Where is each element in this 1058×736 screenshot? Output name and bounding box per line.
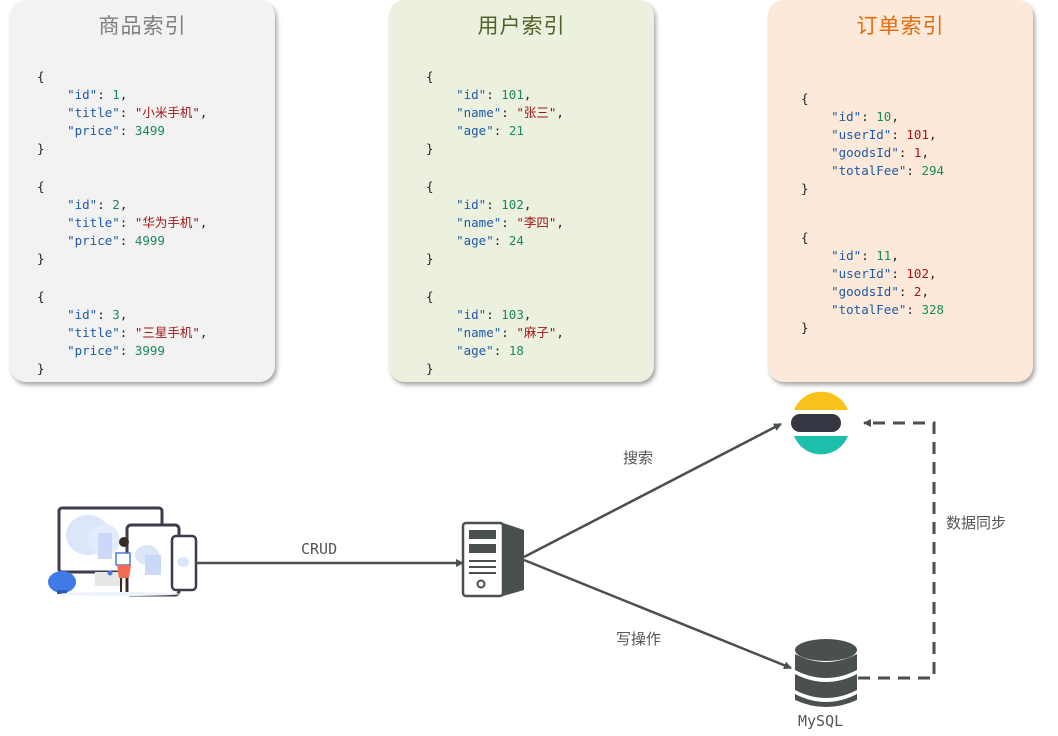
json-key: "id" (67, 307, 98, 322)
brace-close: } (37, 361, 45, 376)
goods-price-value: 4999 (134, 233, 165, 248)
goods-price-value: 3499 (134, 123, 165, 138)
user-name-value: "张三" (516, 105, 557, 120)
goods-doc-2: { "id": 2, "title": "华为手机", "price": 499… (37, 179, 208, 266)
json-key: "id" (456, 307, 487, 322)
json-key: "price" (67, 233, 120, 248)
order-user-id-value: 102 (906, 266, 929, 281)
database-icon (795, 639, 857, 707)
goods-id-value: 1 (112, 87, 120, 102)
brace-open: { (801, 230, 809, 245)
user-name-value: "李四" (516, 215, 557, 230)
brace-close: } (801, 181, 809, 196)
elasticsearch-icon (791, 391, 848, 455)
write-arrow (523, 558, 792, 670)
brace-open: { (37, 69, 45, 84)
brace-close: } (801, 320, 809, 335)
users-index-title: 用户索引 (477, 14, 566, 38)
json-key: "price" (67, 123, 120, 138)
crud-label: CRUD (301, 540, 338, 558)
user-age-value: 21 (508, 123, 524, 138)
users-doc-3: { "id": 103, "name": "麻子", "age": 18 } (426, 289, 564, 376)
brace-open: { (426, 289, 434, 304)
order-total-fee-value: 294 (921, 163, 945, 178)
users-index-card: 用户索引 { "id": 101, "name": "张三", "age": 2… (389, 0, 654, 382)
brace-open: { (37, 289, 45, 304)
user-id-value: 101 (501, 87, 524, 102)
orders-doc-2: { "id": 11, "userId": 102, "goodsId": 2,… (801, 230, 945, 335)
brace-close: } (37, 141, 45, 156)
user-id-value: 102 (501, 197, 524, 212)
brace-close: } (426, 141, 434, 156)
order-goods-id-value: 1 (913, 145, 922, 160)
order-id-value: 11 (876, 248, 892, 263)
users-doc-1: { "id": 101, "name": "张三", "age": 21 } (426, 69, 564, 156)
search-arrow (523, 422, 782, 559)
user-id-value: 103 (501, 307, 524, 322)
json-key: "age" (456, 343, 494, 358)
json-key: "title" (67, 325, 120, 340)
json-key: "name" (456, 105, 502, 120)
user-age-value: 18 (508, 343, 524, 358)
order-total-fee-value: 328 (921, 302, 945, 317)
orders-doc-1: { "id": 10, "userId": 101, "goodsId": 1,… (801, 91, 945, 196)
goods-id-value: 3 (112, 307, 120, 322)
users-doc-2: { "id": 102, "name": "李四", "age": 24 } (426, 179, 564, 266)
brace-open: { (37, 179, 45, 194)
order-user-id-value: 101 (906, 127, 929, 142)
client-devices-icon (48, 506, 198, 597)
json-key: "goodsId" (831, 284, 899, 299)
json-key: "id" (831, 248, 862, 263)
json-key: "goodsId" (831, 145, 899, 160)
json-key: "id" (456, 87, 487, 102)
orders-index-title: 订单索引 (856, 14, 945, 38)
user-name-value: "麻子" (516, 325, 557, 340)
brace-close: } (426, 361, 434, 376)
sync-dashed-connector (858, 419, 936, 680)
goods-title-value: "华为手机" (134, 215, 200, 230)
goods-doc-3: { "id": 3, "title": "三星手机", "price": 399… (37, 289, 208, 376)
json-key: "title" (67, 105, 120, 120)
orders-index-card: 订单索引 { "id": 10, "userId": 101, "goodsId… (768, 0, 1033, 382)
brace-open: { (426, 179, 434, 194)
json-key: "age" (456, 123, 494, 138)
goods-index-card: 商品索引 { "id": 1, "title": "小米手机", "price"… (10, 0, 275, 382)
goods-title-value: "小米手机" (134, 105, 200, 120)
mysql-label: MySQL (798, 712, 844, 730)
json-key: "name" (456, 215, 502, 230)
goods-price-value: 3999 (134, 343, 165, 358)
json-key: "id" (456, 197, 487, 212)
server-icon (461, 521, 524, 598)
brace-open: { (426, 69, 434, 84)
user-age-value: 24 (508, 233, 524, 248)
write-label: 写操作 (616, 630, 662, 648)
order-goods-id-value: 2 (913, 284, 922, 299)
order-id-value: 10 (876, 109, 892, 124)
json-key: "name" (456, 325, 502, 340)
json-key: "totalFee" (831, 302, 907, 317)
json-key: "price" (67, 343, 120, 358)
search-label: 搜索 (623, 449, 654, 467)
brace-close: } (37, 251, 45, 266)
json-key: "id" (831, 109, 862, 124)
goods-doc-1: { "id": 1, "title": "小米手机", "price": 349… (37, 69, 208, 156)
json-key: "title" (67, 215, 120, 230)
json-key: "totalFee" (831, 163, 907, 178)
json-key: "userId" (831, 266, 892, 281)
json-key: "userId" (831, 127, 892, 142)
brace-open: { (801, 91, 809, 106)
goods-id-value: 2 (112, 197, 120, 212)
data-sync-label: 数据同步 (946, 514, 1007, 532)
json-key: "id" (67, 87, 98, 102)
json-key: "id" (67, 197, 98, 212)
goods-title-value: "三星手机" (134, 325, 200, 340)
goods-index-title: 商品索引 (98, 14, 187, 38)
json-key: "age" (456, 233, 494, 248)
brace-close: } (426, 251, 434, 266)
